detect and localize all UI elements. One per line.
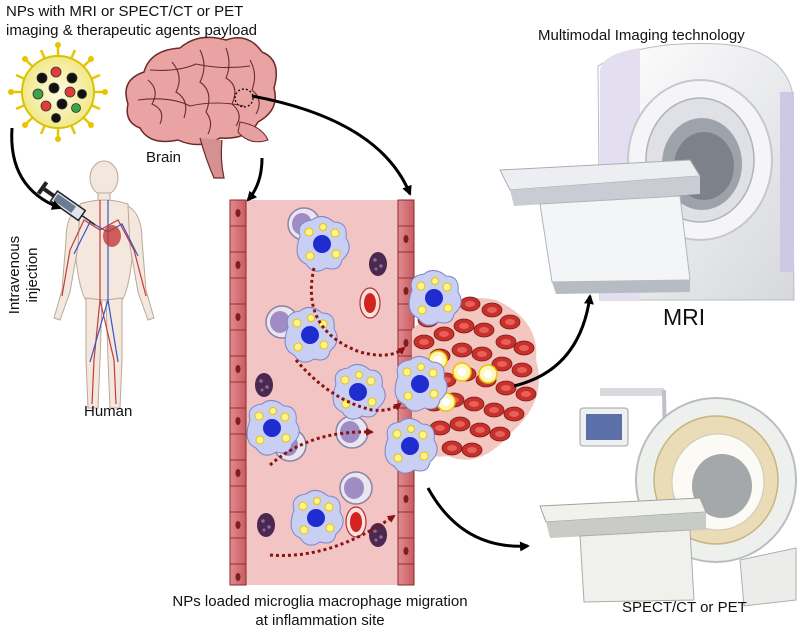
- syringe-icon: [36, 181, 96, 226]
- red-blood-cell-side: [359, 287, 381, 319]
- granulocyte-cell: [369, 252, 387, 276]
- iv-line1: Intravenous: [6, 235, 23, 315]
- migration-line1: NPs loaded microglia macrophage migratio…: [172, 593, 468, 610]
- multimodal-label: Multimodal Imaging technology: [538, 27, 745, 44]
- granulocyte-cell: [255, 373, 273, 397]
- macrophage-icon: [246, 399, 300, 456]
- arrow-brain-to-vessel-right: [251, 94, 412, 196]
- migration-line2: at inflammation site: [255, 612, 385, 629]
- intravenous-injection-label: Intravenous injection: [6, 220, 42, 330]
- iv-line2: injection: [24, 247, 41, 303]
- arrow-brain-to-vessel: [246, 157, 264, 202]
- spect-label: SPECT/CT or PET: [622, 599, 747, 616]
- flow-arrows: [10, 94, 594, 552]
- granulocyte-cell: [257, 513, 275, 537]
- monocyte-cell: [335, 415, 369, 449]
- nps-title-line2: imaging & therapeutic agents payload: [6, 22, 258, 39]
- nps-title-line1: NPs with MRI or SPECT/CT or PET: [6, 3, 244, 20]
- monocyte-cell: [339, 471, 373, 505]
- macrophage-icon: [384, 417, 438, 474]
- red-blood-cell-side: [345, 506, 367, 538]
- spect-pet-scanner-icon: [539, 388, 797, 607]
- macrophage-icon: [296, 215, 350, 272]
- arrow-np-to-human: [10, 127, 62, 210]
- inflammation-site: [412, 296, 539, 460]
- arrow-inflammation-to-mri: [513, 294, 594, 388]
- macrophage-icon: [394, 355, 448, 412]
- migration-path: [269, 267, 406, 557]
- mri-label: MRI: [663, 304, 706, 330]
- brain-label: Brain: [146, 149, 182, 166]
- arrow-inflammation-to-spect: [426, 487, 530, 552]
- macrophage-icon: [284, 306, 338, 363]
- nanoparticle-icon: [8, 42, 108, 142]
- human-body-icon: [53, 160, 155, 409]
- mri-scanner-icon: [499, 43, 795, 301]
- macrophage-icon: [290, 489, 344, 546]
- granulocyte-cell: [369, 523, 387, 547]
- brain-icon: [125, 36, 277, 179]
- human-label: Human: [84, 403, 133, 420]
- macrophage-icon: [408, 269, 462, 326]
